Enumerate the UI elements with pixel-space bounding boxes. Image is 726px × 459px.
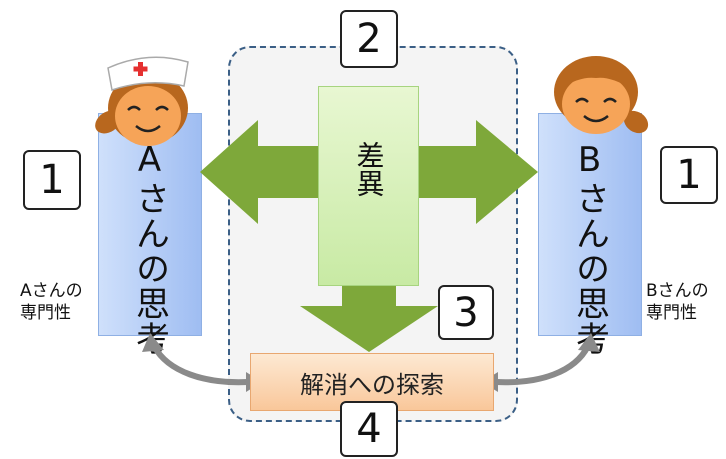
step-1-right-number: 1 — [676, 152, 702, 198]
person-b-thinking-label: Bさんの思考 — [569, 140, 610, 356]
step-1-left-box: 1 — [23, 150, 81, 210]
girl-face-icon — [554, 56, 649, 134]
person-a-expertise-line1: Aさんの — [20, 281, 83, 301]
curved-gray-arrow-left-icon — [151, 344, 249, 386]
person-b-expertise-line1: Bさんの — [646, 281, 709, 301]
person-b-expertise-label: Bさんの 専門性 — [646, 280, 709, 324]
green-down-arrow-icon — [300, 272, 438, 352]
step-1-right-box: 1 — [660, 146, 718, 204]
person-a-expertise-line2: 専門性 — [20, 303, 71, 323]
person-a-expertise-label: Aさんの 専門性 — [20, 280, 83, 324]
curved-gray-arrow-right-icon — [495, 344, 591, 386]
step-3-box: 3 — [438, 285, 494, 340]
curved-arrow-head-right — [578, 333, 600, 352]
step-4-number: 4 — [356, 406, 382, 452]
nurse-face-icon — [95, 56, 189, 146]
person-a-thinking-column: Aさんの思考 — [98, 113, 202, 356]
resolution-label: 解消への探索 — [300, 370, 444, 399]
curved-arrow-head-left — [142, 333, 164, 352]
person-b-expertise-line2: 専門性 — [646, 303, 697, 323]
person-b-thinking-column: Bさんの思考 — [538, 113, 642, 356]
difference-column: 差異 — [318, 86, 419, 286]
step-2-box: 2 — [340, 10, 398, 68]
step-2-number: 2 — [356, 16, 382, 62]
step-3-number: 3 — [453, 289, 479, 336]
person-a-thinking-label: Aさんの思考 — [129, 140, 170, 356]
step-1-left-number: 1 — [39, 157, 65, 203]
step-4-box: 4 — [340, 401, 398, 457]
difference-label: 差異 — [352, 141, 386, 197]
